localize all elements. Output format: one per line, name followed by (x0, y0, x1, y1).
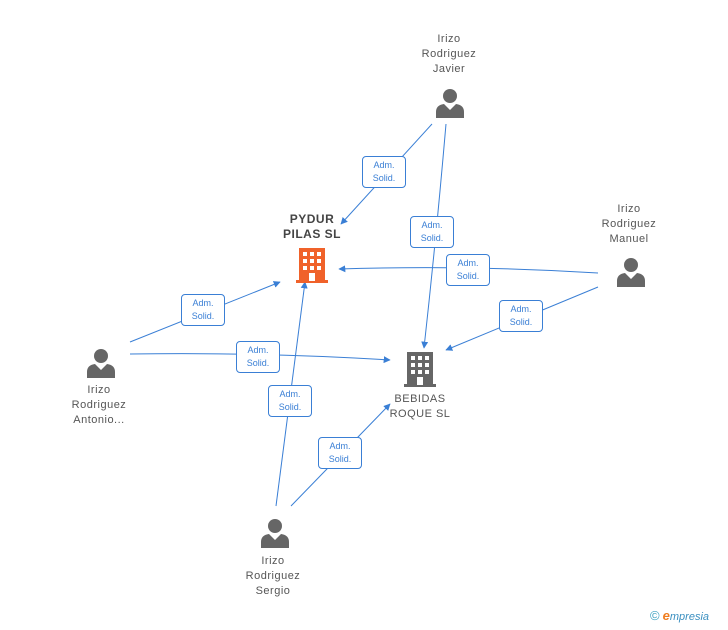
edge-label-line2: Solid. (191, 311, 215, 321)
brand-logo: © empresia (650, 608, 709, 623)
edge-label-line2: Solid. (420, 233, 444, 243)
node-name-line: PYDUR (289, 212, 335, 226)
brand-initial: e (662, 608, 670, 623)
node-name-line: Irizo (617, 203, 641, 215)
node-name-line: Rodriguez (601, 218, 657, 230)
edge-label-line2: Solid. (509, 317, 533, 327)
edge-label-line2: Solid. (246, 358, 270, 368)
node-person-sergio[interactable]: Irizo Rodriguez Sergio (223, 554, 323, 599)
node-person-antonio[interactable]: Irizo Rodriguez Antonio... (49, 383, 149, 428)
edge-label-sergio-bebidas[interactable]: Adm. Solid. (318, 437, 362, 469)
edge-label-line1: Adm. (421, 220, 443, 230)
edge-label-line1: Adm. (279, 389, 301, 399)
brand-name: mpresia (669, 611, 710, 623)
person-icon[interactable] (86, 348, 116, 378)
edge-label-line2: Solid. (278, 402, 302, 412)
node-name-line: Sergio (255, 585, 291, 597)
node-name-line: Antonio... (73, 414, 125, 426)
edge-label-line2: Solid. (328, 454, 352, 464)
node-person-javier[interactable]: Irizo Rodriguez Javier (399, 32, 499, 77)
building-icon[interactable] (404, 352, 436, 388)
building-icon[interactable] (296, 248, 328, 284)
edge-label-line1: Adm. (457, 258, 479, 268)
node-person-manuel[interactable]: Irizo Rodriguez Manuel (579, 202, 679, 247)
edge-label-javier-pydur[interactable]: Adm. Solid. (362, 156, 406, 188)
node-bebidas-roque[interactable]: BEBIDAS ROQUE SL (370, 392, 470, 422)
node-name-line: Irizo (437, 33, 461, 45)
edge-label-line1: Adm. (373, 160, 395, 170)
edge-label-manuel-bebidas[interactable]: Adm. Solid. (499, 300, 543, 332)
person-icon[interactable] (616, 257, 646, 287)
node-name-line: PILAS SL (282, 227, 341, 241)
edge-label-line1: Adm. (192, 298, 214, 308)
person-icon[interactable] (435, 88, 465, 118)
node-name-line: Irizo (261, 555, 285, 567)
node-name-line: BEBIDAS (394, 393, 446, 405)
edge-label-line1: Adm. (510, 304, 532, 314)
node-name-line: Rodriguez (421, 48, 477, 60)
node-name-line: Manuel (609, 233, 649, 245)
edge-label-antonio-pydur[interactable]: Adm. Solid. (181, 294, 225, 326)
node-name-line: ROQUE SL (389, 408, 451, 420)
node-name-line: Javier (432, 63, 466, 75)
edge-label-line2: Solid. (372, 173, 396, 183)
edge-label-javier-bebidas[interactable]: Adm. Solid. (410, 216, 454, 248)
person-icon[interactable] (260, 518, 290, 548)
edge-label-antonio-bebidas[interactable]: Adm. Solid. (236, 341, 280, 373)
copyright-icon: © (650, 608, 660, 623)
node-name-line: Rodriguez (245, 570, 301, 582)
node-pydur-pilas[interactable]: PYDUR PILAS SL (262, 212, 362, 242)
edge-label-line1: Adm. (247, 345, 269, 355)
edge-label-line2: Solid. (456, 271, 480, 281)
edge-label-sergio-pydur[interactable]: Adm. Solid. (268, 385, 312, 417)
node-name-line: Rodriguez (71, 399, 127, 411)
node-name-line: Irizo (87, 384, 111, 396)
edge-label-manuel-pydur[interactable]: Adm. Solid. (446, 254, 490, 286)
edge-label-line1: Adm. (329, 441, 351, 451)
